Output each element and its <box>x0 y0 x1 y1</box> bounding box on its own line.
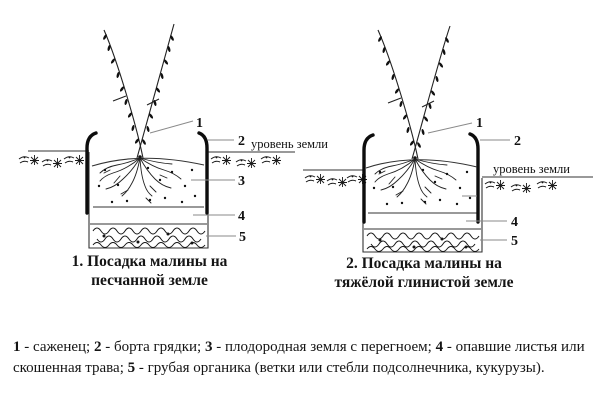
callout-1-leader <box>427 122 473 134</box>
soil-dots <box>372 168 472 206</box>
right-diagram: 1 2 4 5 уровень земли <box>303 25 593 253</box>
legend-num-4: 4 <box>435 339 444 355</box>
organics-texture <box>366 232 480 252</box>
callout-2-label: 2 <box>238 134 245 149</box>
legend-text-2: - борта грядки; <box>101 339 205 355</box>
callouts-right: 1 2 4 5 уровень земли <box>427 116 570 249</box>
callout-1-label: 1 <box>476 116 483 131</box>
bed-walls <box>85 131 209 215</box>
stem-buds <box>103 34 174 145</box>
diagram-canvas: 1 2 3 4 5 уровень земли <box>18 23 593 253</box>
legend-num-1: 1 <box>13 339 21 355</box>
legend-num-3: 3 <box>204 339 213 355</box>
soil-dots <box>97 166 197 204</box>
caption-left-line2: песчанной земле <box>91 272 208 289</box>
legend-num-2: 2 <box>93 339 102 355</box>
caption-left-diagram: 1. Посадка малины на песчанной земле <box>52 252 247 290</box>
roots <box>99 157 182 204</box>
ground-level-label-left: уровень земли <box>251 137 328 151</box>
legend-text-5: - грубая органика (ветки или стебли подс… <box>135 360 545 376</box>
legend-text-3: - плодородная земля с перегноем; <box>212 339 436 355</box>
left-diagram: 1 2 3 4 5 уровень земли <box>18 23 328 249</box>
bed-walls <box>362 132 480 224</box>
soil-surface <box>91 157 205 167</box>
legend-num-5: 5 <box>127 360 136 376</box>
callout-2-label: 2 <box>514 134 521 149</box>
callout-5-label: 5 <box>239 230 246 245</box>
caption-left-line1: 1. Посадка малины на <box>71 253 228 270</box>
callouts-left: 1 2 3 4 5 уровень земли <box>149 116 328 245</box>
organics-texture <box>92 227 206 248</box>
callout-1-label: 1 <box>196 116 203 131</box>
caption-right-line1: 2. Посадка малины на <box>346 255 502 272</box>
callout-4-label: 4 <box>238 209 245 224</box>
seedling-stems <box>377 25 451 160</box>
caption-right-diagram: 2. Посадка малины на тяжёлой глинистой з… <box>315 254 533 292</box>
roots <box>374 158 457 205</box>
ground-hatch-left <box>18 150 295 169</box>
legend-text-4: - опавшие листья или скошенная трава; <box>13 339 585 376</box>
ground-level-label-right: уровень земли <box>493 162 570 176</box>
ground-hatch-right <box>303 169 593 194</box>
legend: 1 - саженец; 2 - борта грядки; 3 - плодо… <box>13 337 593 379</box>
callout-5-label: 5 <box>511 234 518 249</box>
callout-4-label: 4 <box>511 215 518 230</box>
caption-right-line2: тяжёлой глинистой земле <box>334 274 514 291</box>
callout-1-leader <box>149 120 194 134</box>
stem-buds <box>378 36 449 148</box>
callout-3-label: 3 <box>238 174 245 189</box>
legend-text-1: - саженец; <box>20 339 94 355</box>
seedling-stems <box>103 23 175 159</box>
